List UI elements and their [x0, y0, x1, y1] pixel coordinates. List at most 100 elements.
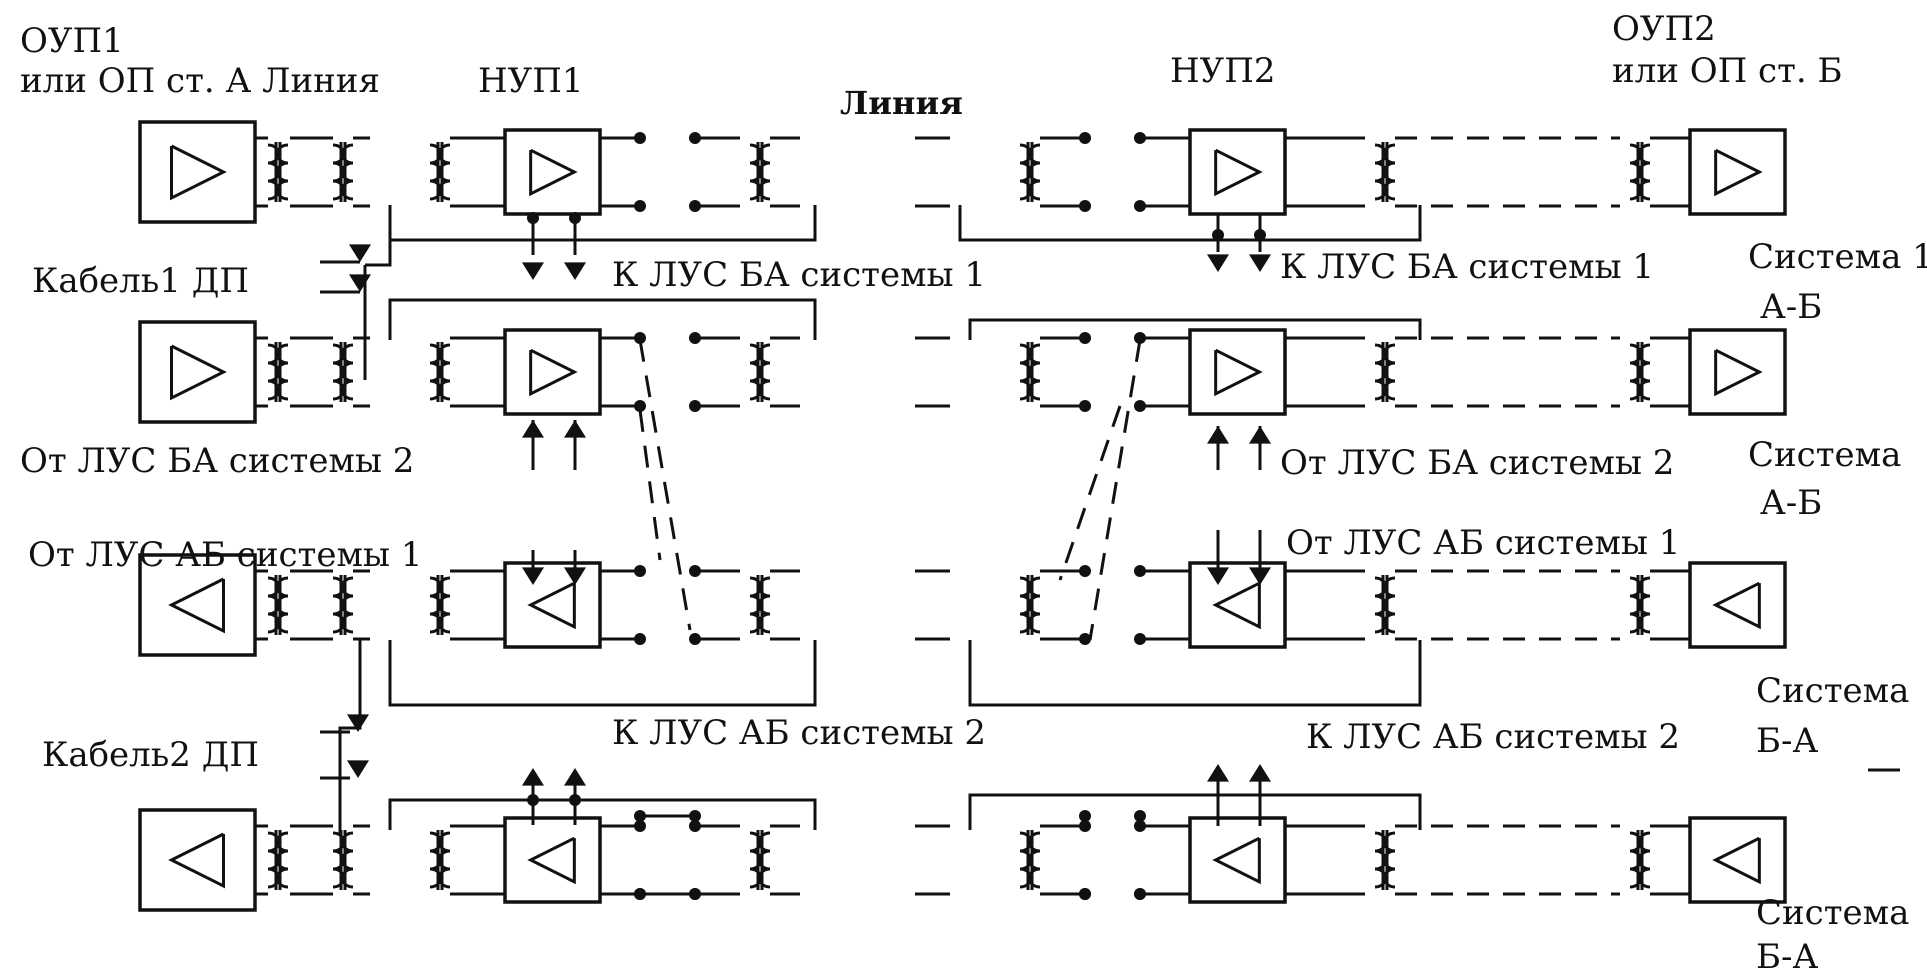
amplifier-triangle-icon: [1712, 581, 1761, 630]
junction-dot: [634, 633, 646, 645]
oup1-amplifier: [138, 808, 257, 912]
diagram-rows: [138, 120, 1900, 912]
arrow-up-icon: [1207, 764, 1229, 782]
amplifier-triangle-icon: [1714, 148, 1763, 197]
label-station-a: или ОП ст. А Линия: [20, 61, 380, 101]
row2-left-link: [388, 298, 817, 340]
amplifier-triangle-icon: [527, 836, 576, 885]
oup1-amplifier: [138, 320, 257, 424]
oup2-amplifier: [1688, 816, 1787, 904]
amplifier-triangle-icon: [1714, 348, 1763, 397]
label-to-lus-ba-1-left: К ЛУС БА системы 1: [612, 255, 986, 295]
junction-dot: [634, 200, 646, 212]
junction-dot: [1079, 565, 1091, 577]
label-cable2: Кабель2 ДП: [42, 735, 259, 775]
arrow-up-icon: [564, 420, 586, 438]
label-system1-dir: А-Б: [1760, 287, 1822, 327]
label-system4-name: Система: [1756, 893, 1909, 933]
junction-dot: [1079, 200, 1091, 212]
arrow-up-icon: [1249, 426, 1271, 444]
junction-dot: [1079, 400, 1091, 412]
junction-dot: [1079, 132, 1091, 144]
nup2-amplifier: [1188, 561, 1287, 649]
arrow-down-icon: [522, 262, 544, 280]
cable2-riser: [338, 640, 362, 835]
amplifier-triangle-icon: [1212, 581, 1261, 630]
label-from-lus-ba-2-right: От ЛУС БА системы 2: [1280, 443, 1674, 483]
row1-left-feedback: [388, 205, 817, 242]
label-from-lus-ba-2-left: От ЛУС БА системы 2: [20, 441, 414, 481]
dashed-crossover: [638, 409, 662, 561]
junction-dot: [1079, 332, 1091, 344]
amplifier-triangle-icon: [529, 148, 578, 197]
label-nup1: НУП1: [478, 61, 584, 101]
label-system3-dir: Б-А: [1756, 721, 1818, 761]
label-cable1: Кабель1 ДП: [32, 261, 249, 301]
label-to-lus-ba-1-right: К ЛУС БА системы 1: [1280, 247, 1654, 287]
junction-dot: [1134, 888, 1146, 900]
nup1-amplifier: [503, 561, 602, 649]
oup2-amplifier: [1688, 128, 1787, 216]
junction-dot: [1254, 229, 1266, 241]
amplifier-triangle-icon: [170, 344, 227, 401]
arrow-down-icon: [1207, 567, 1229, 585]
junction-dot: [634, 820, 646, 832]
row4-left-link: [388, 798, 817, 830]
junction-dot: [1134, 810, 1146, 822]
oup1-amplifier: [138, 120, 257, 224]
arrow-down-icon: [349, 274, 371, 292]
label-from-lus-ab-1-right: От ЛУС АБ системы 1: [1286, 523, 1680, 563]
arrow-down-icon: [349, 244, 371, 262]
arrow-down-icon: [564, 262, 586, 280]
arrow-down-icon: [522, 567, 544, 585]
amplifier-triangle-icon: [1214, 348, 1263, 397]
arrow-up-icon: [522, 420, 544, 438]
label-to-lus-ab-2-left: К ЛУС АБ системы 2: [612, 713, 986, 753]
label-from-lus-ab-1-left: От ЛУС АБ системы 1: [28, 535, 422, 575]
oup2-amplifier: [1688, 328, 1787, 416]
cable1-tie: [365, 205, 392, 267]
amplifier-triangle-icon: [1712, 836, 1761, 885]
amplifier-triangle-icon: [168, 577, 225, 634]
junction-dot: [569, 212, 581, 224]
label-nup2: НУП2: [1170, 51, 1276, 91]
junction-dot: [634, 565, 646, 577]
label-system2-name: Система: [1748, 435, 1901, 475]
row4-right-link: [968, 793, 1422, 830]
amplifier-triangle-icon: [527, 581, 576, 630]
dashed-crossover: [1058, 405, 1122, 581]
junction-dot: [634, 332, 646, 344]
junction-dot: [1079, 810, 1091, 822]
arrow-up-icon: [522, 768, 544, 786]
junction-dot: [634, 400, 646, 412]
junction-dot: [527, 212, 539, 224]
amplifier-triangle-icon: [170, 144, 227, 201]
label-system2-dir: А-Б: [1760, 483, 1822, 523]
junction-dot: [634, 132, 646, 144]
nup1-amplifier: [503, 128, 602, 216]
junction-dot: [1079, 633, 1091, 645]
nup2-amplifier: [1188, 816, 1287, 904]
nup2-amplifier: [1188, 128, 1287, 216]
arrow-down-icon: [564, 567, 586, 585]
label-oup2: ОУП2: [1612, 9, 1716, 49]
dashed-crossover: [638, 339, 692, 631]
label-system4-dir: Б-А: [1756, 937, 1818, 977]
row2-right-link: [968, 318, 1422, 340]
nup2-amplifier: [1188, 328, 1287, 416]
arrow-up-icon: [1207, 426, 1229, 444]
arrow-down-icon: [347, 760, 369, 778]
arrow-down-icon: [1207, 254, 1229, 272]
arrow-down-icon: [1249, 254, 1271, 272]
junction-dot: [1212, 229, 1224, 241]
amplifier-triangle-icon: [1214, 148, 1263, 197]
amplifier-triangle-icon: [168, 832, 225, 889]
row1-right-feedback: [958, 205, 1422, 242]
arrow-up-icon: [1249, 764, 1271, 782]
arrow-down-icon: [1249, 567, 1271, 585]
arrow-down-icon: [347, 714, 369, 732]
arrow-up-icon: [564, 768, 586, 786]
junction-dot: [1079, 888, 1091, 900]
oup1-amplifier: [138, 553, 257, 657]
